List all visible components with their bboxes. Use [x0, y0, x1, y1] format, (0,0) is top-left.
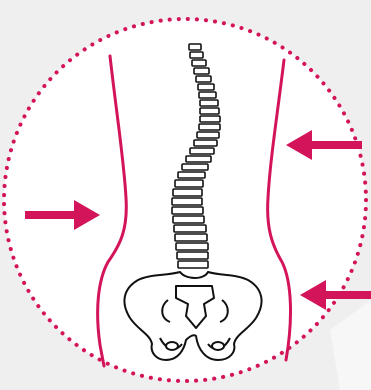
spine-compression-illustration [0, 0, 371, 390]
illustration-stage [0, 0, 371, 390]
